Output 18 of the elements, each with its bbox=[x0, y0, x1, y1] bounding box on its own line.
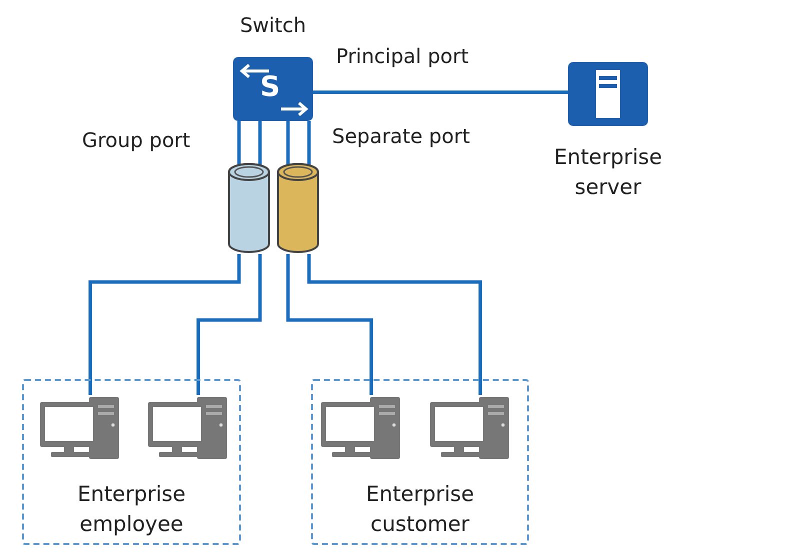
group-label: Enterprise employee bbox=[76, 481, 187, 538]
group-label: Enterprise customer bbox=[364, 481, 476, 538]
switch-symbol: S bbox=[260, 70, 280, 104]
group-box bbox=[22, 379, 241, 545]
connector-line bbox=[196, 254, 262, 395]
group-box bbox=[311, 379, 529, 545]
connector-line bbox=[307, 254, 482, 395]
port-label: Group port bbox=[82, 128, 190, 152]
node-label: Switch bbox=[238, 12, 308, 39]
connector-line bbox=[88, 254, 241, 395]
connector-line bbox=[237, 121, 241, 166]
connector-line bbox=[313, 90, 568, 94]
connector-line bbox=[286, 254, 374, 395]
connector-line bbox=[307, 121, 311, 166]
port-label: Separate port bbox=[332, 124, 470, 148]
connector-line bbox=[258, 121, 262, 166]
connector-line bbox=[286, 121, 290, 166]
node-label: Enterprise server bbox=[552, 144, 664, 201]
